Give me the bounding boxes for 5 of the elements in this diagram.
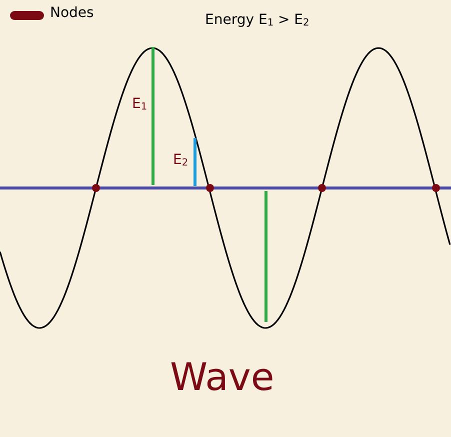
energy-label: E$_{2}$	[173, 152, 188, 168]
caption: Wave	[170, 355, 274, 399]
energy-label: E$_{1}$	[132, 96, 148, 112]
legend-label: Nodes	[50, 5, 94, 21]
title: Energy E$_{1}$ > E$_{2}$	[205, 12, 310, 28]
